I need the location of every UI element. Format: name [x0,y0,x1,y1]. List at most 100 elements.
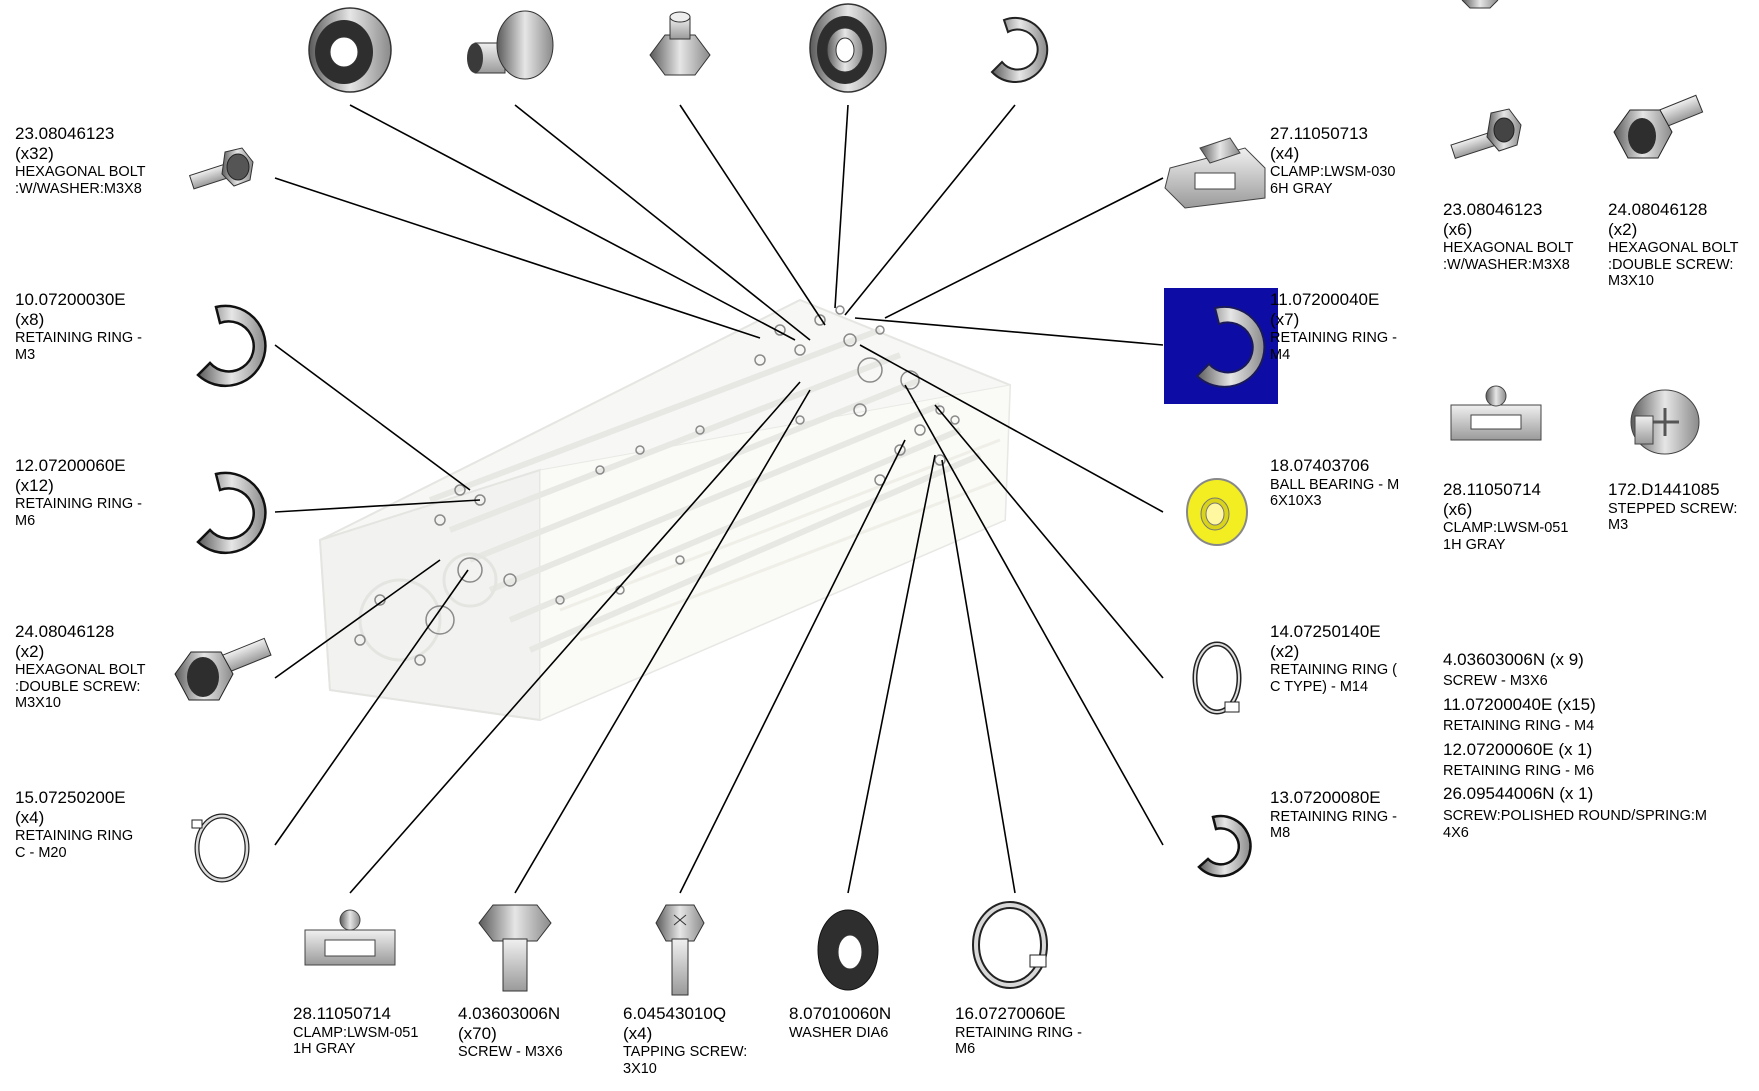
part-description: TAPPING SCREW: 3X10 [623,1044,748,1077]
part-label: 28.11050714 (x6) CLAMP:LWSM-051 1H GRAY [1443,480,1603,553]
part-number: 4.03603006N (x 9) [1443,650,1584,669]
part-number: 27.11050713 [1270,124,1369,143]
part-label: 27.11050713 (x4) CLAMP:LWSM-030 6H GRAY [1270,124,1430,197]
part-quantity: (x4) [623,1023,653,1043]
part-label-selected[interactable]: 11.07200040E (x7) RETAINING RING - M4 [1270,290,1430,363]
misc-parts-list: 4.03603006N (x 9) SCREW - M3X6 11.072000… [1443,646,1759,843]
part-description: STEPPED SCREW: M3 [1608,500,1738,534]
part-description: SCREW - M3X6 [1443,673,1548,690]
e-ring-icon [1195,305,1266,388]
list-item: 12.07200060E (x 1) RETAINING RING - M6 [1443,740,1759,781]
part-number: 4.03603006N [458,1004,561,1023]
part-number: 24.08046128 [1608,200,1708,219]
stepped-screw-icon [1630,389,1700,455]
part-description: RETAINING RING - M6 [1443,762,1595,779]
part-quantity: (x32) [15,143,54,163]
part-label: 14.07250140E (x2) RETAINING RING ( C TYP… [1270,622,1430,695]
list-item: 11.07200040E (x15) RETAINING RING - M4 [1443,695,1759,736]
part-description: SCREW:POLISHED ROUND/SPRING:M 4X6 [1443,807,1707,842]
part-description: RETAINING RING - M6 [955,1024,1083,1058]
part-number: 8.07010060N [789,1004,892,1023]
clamp-icon [304,909,396,966]
hex-bolt-icon [174,637,272,701]
part-label: 23.08046123 (x6) HEXAGONAL BOLT :W/WASHE… [1443,200,1603,273]
part-quantity: (x4) [15,807,45,827]
part-label: 24.08046128 (x2) HEXAGONAL BOLT :DOUBLE … [15,622,175,712]
c-ring-icon [191,813,250,883]
leader-lines [274,104,1164,894]
part-label: 24.08046128 (x2) HEXAGONAL BOLT :DOUBLE … [1608,200,1758,290]
part-number: 26.09544006N (x 1) [1443,784,1594,804]
part-number: 11.07200040E (x15) [1443,694,1596,714]
part-description: BALL BEARING - M 6X10X3 [1270,476,1400,510]
part-number: 12.07200060E [15,456,126,475]
part-quantity: (x7) [1270,309,1300,329]
part-number: 16.07270060E [955,1004,1066,1023]
list-item: 4.03603006N (x 9) SCREW - M3X6 [1443,650,1759,691]
part-description: RETAINING RING C - M20 [15,828,134,861]
part-number: 11.07200040E [1270,290,1380,309]
washer-icon [817,909,879,991]
flanged-bushing-icon [809,3,887,93]
e-ring-icon [196,304,267,388]
part-number: 15.07250200E [15,788,126,807]
part-number: 13.07200080E [1270,788,1381,807]
part-label: 172.D1441085 STEPPED SCREW: M3 [1608,480,1758,534]
part-label: 4.03603006N (x70) SCREW - M3X6 [458,1004,608,1061]
part-description: RETAINING RING ( C TYPE) - M14 [1270,662,1398,695]
part-description: RETAINING RING - M6 [15,496,143,529]
part-number: 23.08046123 [15,124,115,143]
part-description: CLAMP:LWSM-051 1H GRAY [1443,520,1569,553]
part-number: 18.07403706 [1270,456,1370,475]
part-quantity: (x6) [1443,499,1473,519]
assembly-fastener-marks [354,305,960,666]
part-description: RETAINING RING - M4 [1270,330,1398,363]
printer-unit-assembly [318,298,1012,722]
part-description: HEXAGONAL BOLT :W/WASHER:M3X8 [15,164,146,197]
tapping-screw-icon [655,904,705,996]
part-number: 12.07200060E (x 1) [1443,739,1593,759]
part-label: 13.07200080E RETAINING RING - M8 [1270,788,1430,842]
hex-bolt-icon [1613,94,1704,159]
part-description: HEXAGONAL BOLT :W/WASHER:M3X8 [1443,240,1574,273]
part-description: RETAINING RING - M3 [15,330,143,363]
part-description: SCREW - M3X6 [458,1044,563,1061]
part-quantity: (x2) [15,641,45,661]
part-description: WASHER DIA6 [789,1024,889,1041]
part-quantity: (x2) [1608,219,1638,239]
part-label: 18.07403706 BALL BEARING - M 6X10X3 [1270,456,1430,510]
hex-bolt-icon [1450,108,1522,160]
part-description: CLAMP:LWSM-051 1H GRAY [293,1024,419,1058]
part-label: 10.07200030E (x8) RETAINING RING - M3 [15,290,175,363]
screw-icon [478,904,552,992]
part-number: 28.11050714 [293,1004,392,1023]
part-number: 10.07200030E [15,290,126,309]
part-quantity: (x2) [1270,641,1300,661]
clamp-icon [1164,137,1266,209]
part-number: 172.D1441085 [1608,480,1720,499]
part-label: 23.08046123 (x32) HEXAGONAL BOLT :W/WASH… [15,124,175,197]
nut-standoff-icon [649,11,711,76]
part-label: 15.07250200E (x4) RETAINING RING C - M20 [15,788,175,861]
part-label: 16.07270060E RETAINING RING - M6 [955,1004,1105,1058]
c-ring-icon [972,901,1048,989]
part-quantity: (x12) [15,475,54,495]
part-number: 24.08046128 [15,622,115,641]
c-ring-icon [1192,641,1242,715]
part-description: RETAINING RING - M4 [1443,718,1595,735]
part-description: HEXAGONAL BOLT :DOUBLE SCREW: M3X10 [15,662,146,712]
e-ring-icon [990,17,1049,83]
part-label: 28.11050714 CLAMP:LWSM-051 1H GRAY [293,1004,443,1058]
part-label: 12.07200060E (x12) RETAINING RING - M6 [15,456,175,529]
hex-bolt-icon [188,147,254,190]
e-ring-icon [1197,814,1252,878]
part-quantity: (x4) [1270,143,1300,163]
part-quantity: (x6) [1443,219,1473,239]
part-label: 8.07010060N WASHER DIA6 [789,1004,939,1041]
part-number: 14.07250140E [1270,622,1381,641]
ball-bearing-icon [1186,478,1248,546]
part-quantity: (x8) [15,309,45,329]
partial-part-icon [1461,0,1499,9]
part-description: RETAINING RING - M8 [1270,808,1398,842]
